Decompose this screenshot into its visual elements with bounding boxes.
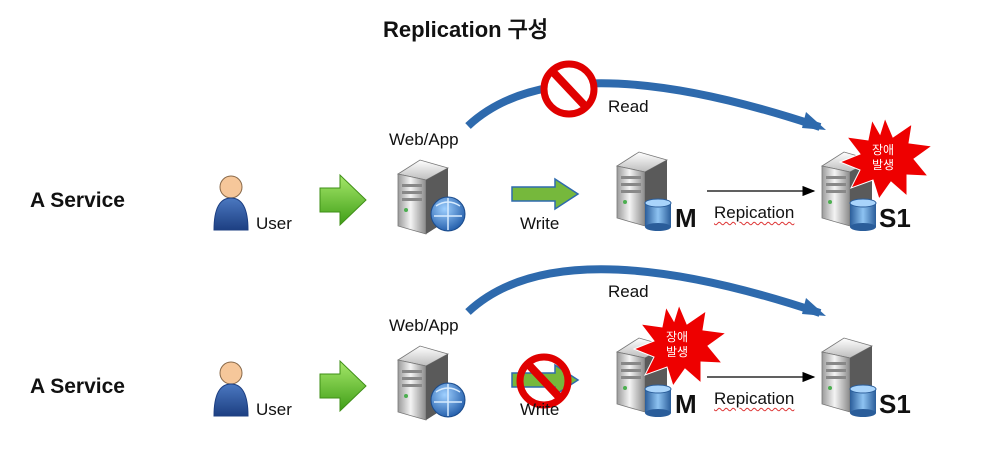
green-arrow-icon [319, 359, 367, 413]
write-label: Write [520, 214, 560, 233]
replication-label: Repication [714, 389, 795, 408]
forbidden-icon [540, 60, 598, 118]
write-label: Write [520, 400, 560, 419]
green-arrow-icon [319, 173, 367, 227]
failure-label: 장애 발생 [666, 330, 689, 359]
service-label: A Service [30, 189, 125, 212]
user-icon [213, 361, 249, 417]
failure-burst-icon [632, 303, 728, 388]
slave-label: S1 [879, 203, 911, 233]
user-label: User [256, 400, 292, 419]
webapp-label: Web/App [389, 130, 459, 149]
service-label: A Service [30, 375, 125, 398]
forbidden-icon [516, 353, 572, 409]
user-icon [213, 175, 249, 231]
webapp-label: Web/App [389, 316, 459, 335]
failure-label: 장애 발생 [872, 143, 895, 172]
read-label: Read [608, 97, 649, 116]
write-arrow-icon [511, 177, 580, 211]
read-label: Read [608, 282, 649, 301]
master-label: M [675, 389, 697, 419]
master-label: M [675, 203, 697, 233]
slave-label: S1 [879, 389, 911, 419]
replication-label: Repication [714, 203, 795, 222]
failure-burst-icon [838, 116, 934, 201]
diagram-title: Replication 구성 [383, 17, 549, 42]
user-label: User [256, 214, 292, 233]
